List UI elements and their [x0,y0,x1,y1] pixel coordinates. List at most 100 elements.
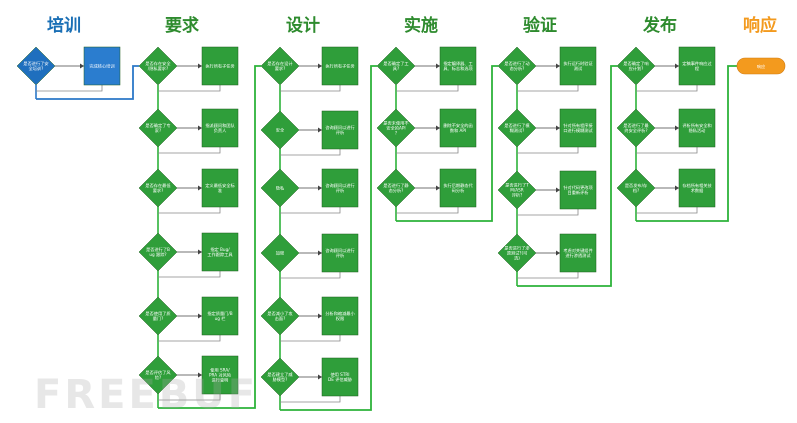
decision-label: M/ASR [510,188,524,193]
action-label: DE 评估威胁 [328,376,352,383]
phase-link [280,65,377,411]
action-label: 定义最低安全标 [205,182,234,189]
flow-connector [280,272,341,279]
action-label: 执行所有子任务 [205,63,235,70]
action-label: 删除不安全的函 [443,122,472,129]
decision-label: 是否进行了动 [504,60,529,67]
action-box [201,108,239,148]
flow-connector [158,271,221,278]
phase-link [396,65,498,222]
freebuf-watermark: FREEBUF [34,372,259,418]
action-box [559,46,597,86]
action-label: 码分析 [452,187,465,194]
action-label: 指派顾问和团队 [205,122,235,129]
phase-link [36,65,139,100]
decision-diamond [616,108,656,148]
decision-diamond [497,46,537,86]
flow-connector [517,147,579,154]
arrow-head [675,185,679,191]
decision-label: 终安全评析? [624,127,647,134]
decision-diamond [260,296,300,336]
flow-connector [396,85,459,92]
action-label: 指定质量门/B [207,310,232,317]
decision-label: 是否使用了质 [145,310,170,317]
action-box [559,233,597,273]
phase-link [517,65,617,287]
flow-connector [280,335,341,342]
decision-label: 是否确定了专 [145,122,170,129]
action-box [201,296,239,336]
arrow-head [318,250,322,256]
action-label: 评析 [336,187,344,194]
decision-diamond [16,46,56,86]
response-label: 响应 [757,63,765,70]
action-label: 针对所有程序接 [563,122,593,129]
action-label: 定稿事件响应过 [682,60,712,67]
decision-label: 是否确定了响 [623,60,648,67]
decision-label: 量门? [153,315,164,322]
action-label: 具、标志和选项 [443,65,473,72]
arrow-head [436,125,440,131]
decision-label: 家? [155,127,161,133]
action-label: 指定编译器、工 [443,60,472,67]
action-label: 准 [218,187,222,194]
arrow-head [436,185,440,191]
decision-diamond [260,110,300,150]
action-label: 程 [695,65,700,72]
action-box [439,168,477,208]
decision-label: /隐私要求? [148,65,168,72]
flow-connector [36,85,103,92]
decision-label: 隐私 [276,185,284,192]
action-label: 指定 Bug/ [210,246,230,253]
decision-label: 要求? [275,65,286,72]
decision-label: 评析? [512,192,523,199]
response-terminal [736,57,786,75]
arrow-head [556,125,560,131]
action-label: 使用 STRI [330,371,349,378]
decision-diamond [616,46,656,86]
decision-diamond [260,168,300,208]
flow-connector [158,207,221,214]
decision-label: 安全的API [386,125,405,132]
arrow-head [198,313,202,319]
arrow-head [318,313,322,319]
phase-title: 要求 [165,15,199,36]
action-label: 针对代码更改项 [563,184,593,191]
decision-diamond [138,108,178,148]
arrow-head [556,63,560,69]
action-label: 评析所有安全和 [682,122,711,129]
arrow-head [198,185,202,191]
action-box [321,296,359,336]
action-label: 咨询顾问以进行 [325,124,354,131]
decision-label: 加密 [276,250,284,257]
decision-diamond [260,46,300,86]
flow-connector [517,85,579,92]
action-label: 测试 [574,65,583,72]
decision-label: 安全 [276,127,285,134]
action-box [559,170,597,210]
arrow-head [318,63,322,69]
arrow-head [318,374,322,380]
action-box [439,108,477,148]
arrow-head [556,187,560,193]
decision-label: 是否存在设计 [267,60,292,67]
flow-connector [636,85,698,92]
flow-connector [158,147,221,154]
action-box [201,46,239,86]
decision-label: ? [395,131,397,136]
flow-connector [280,207,341,214]
action-label: 执行运行时验证 [563,60,593,67]
action-label: 考虑对关键组件 [563,247,592,254]
flow-connector [280,85,341,92]
decision-label: 击面? [275,315,286,322]
action-label: 执行后期静态代 [443,182,473,189]
action-label: 工作跟踪工具 [207,251,233,258]
action-label: 术数据 [691,187,704,194]
decision-diamond [376,168,416,208]
decision-diamond [497,108,537,148]
action-box [201,168,239,208]
decision-diamond [138,46,178,86]
decision-label: 是否进行了静 [383,182,409,189]
arrow-head [198,125,202,131]
decision-label: 是否确定了工 [383,60,408,67]
